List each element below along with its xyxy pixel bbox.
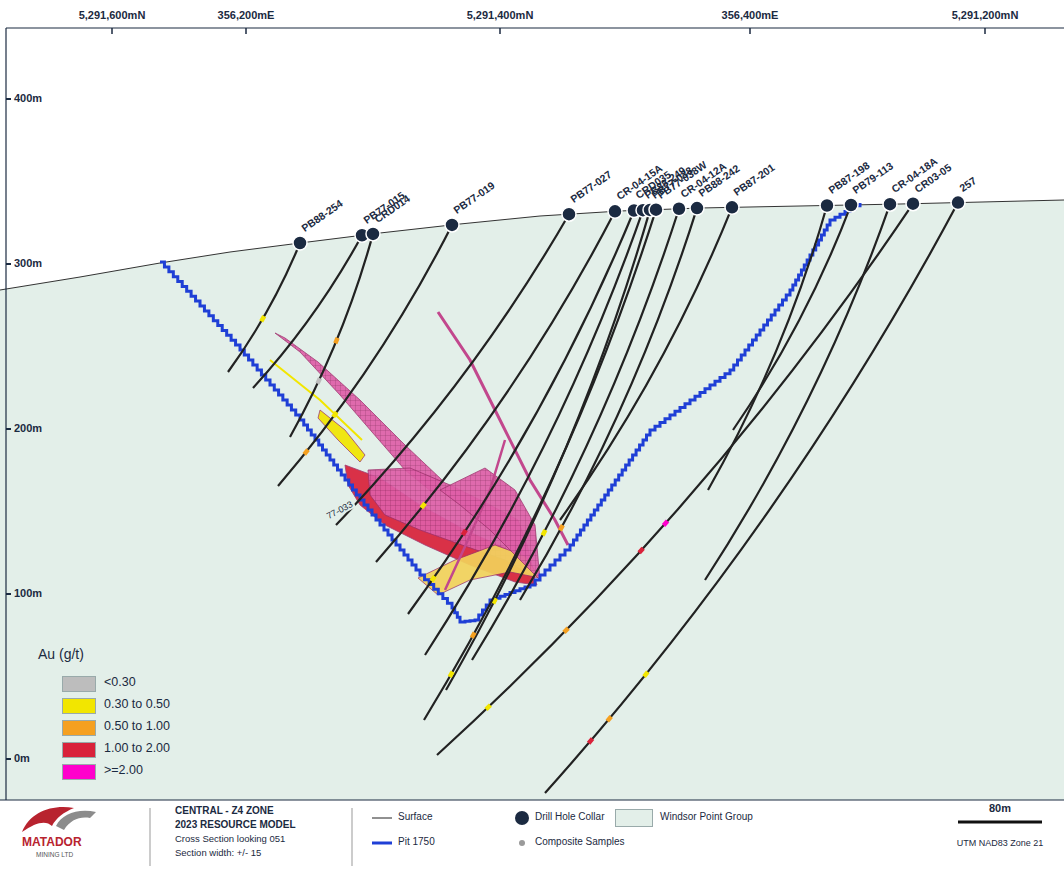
legend-swatch (62, 742, 96, 758)
axis-label: 300m (14, 257, 42, 270)
drill-hole-label: 257 (957, 174, 978, 194)
legend-text: 1.00 to 2.00 (104, 741, 170, 755)
windsor-point-group (0, 200, 1064, 800)
legend-swatch (615, 809, 653, 827)
axis-label: 356,400mE (722, 9, 779, 22)
drill-holes (228, 196, 965, 793)
legend-text: >=2.00 (104, 763, 143, 777)
axis-label: 200m (14, 422, 42, 435)
legend-text: Surface (398, 811, 432, 823)
axis-label: 400m (14, 92, 42, 105)
pit-shell (160, 203, 860, 622)
drill-hole-label: PB88-254 (299, 197, 345, 234)
legend-swatch (62, 676, 96, 692)
axis-label: 5,291,200mN (952, 9, 1019, 22)
ore-zones (270, 312, 568, 595)
axis-label: 5,291,600mN (79, 9, 146, 22)
legend-text: 0.30 to 0.50 (104, 697, 170, 711)
text-label: 80m (989, 802, 1011, 815)
axis-label: 356,200mE (218, 9, 275, 22)
text-label: MINING LTD (36, 851, 73, 858)
drill-hole-label: PB77-019 (451, 179, 497, 216)
text-label: Au (g/t) (38, 646, 84, 662)
legend-text: Composite Samples (535, 836, 624, 848)
axis-label: 100m (14, 587, 42, 600)
title: CENTRAL - Z4 ZONE (175, 805, 274, 817)
legend-text: Windsor Point Group (660, 811, 753, 823)
axis-label: 5,291,400mN (467, 9, 534, 22)
legend-text: <0.30 (104, 675, 136, 689)
legend-text: Drill Hole Collar (535, 811, 604, 823)
legend-text: Pit 1750 (398, 836, 435, 848)
text-label: Section width: +/- 15 (175, 848, 261, 859)
frame (0, 28, 1064, 800)
legend-swatch (62, 720, 96, 736)
text-label: UTM NAD83 Zone 21 (957, 838, 1044, 848)
text-label: Cross Section looking 051 (175, 834, 285, 845)
text-label: MATADOR (22, 836, 82, 850)
drill-hole-label: PB77-027 (568, 168, 614, 205)
axis-label: 0m (14, 752, 30, 765)
legend-swatch (62, 698, 96, 714)
text-label: 2023 RESOURCE MODEL (175, 819, 296, 831)
legend-swatch (62, 764, 96, 780)
legend-text: 0.50 to 1.00 (104, 719, 170, 733)
